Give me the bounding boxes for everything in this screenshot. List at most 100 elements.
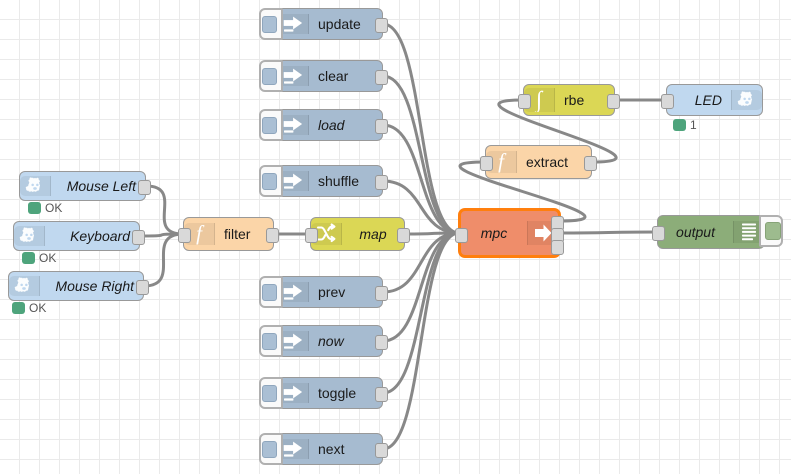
node-body: next (278, 434, 382, 464)
output-port-0[interactable] (375, 335, 388, 350)
inject-arrow-icon (278, 66, 309, 86)
node-body: mpc (461, 211, 558, 255)
output-port-0[interactable] (132, 230, 145, 245)
node-update[interactable]: update (259, 8, 388, 40)
output-port-0[interactable] (375, 387, 388, 402)
wire-keyboard-to-filter[interactable] (138, 232, 185, 238)
output-port-0[interactable] (397, 228, 410, 243)
inject-trigger-button[interactable] (259, 165, 283, 197)
node-label: prev (318, 284, 346, 300)
wire-update-to-mpc[interactable] (381, 22, 461, 235)
node-rbe[interactable]: ∫rbe (518, 84, 620, 116)
node-mouse-left[interactable]: Mouse Left (19, 171, 151, 201)
output-port-0[interactable] (375, 18, 388, 33)
node-body: prev (278, 277, 382, 307)
node-label: clear (318, 68, 349, 84)
node-body: ∫rbe (524, 85, 614, 115)
output-port-0[interactable] (584, 156, 597, 171)
inject-arrow-icon (278, 115, 309, 135)
output-port-0[interactable] (266, 228, 279, 243)
debug-toggle-button[interactable] (759, 215, 783, 247)
node-led[interactable]: LED (661, 84, 763, 116)
raspberry-pi-icon (20, 176, 51, 196)
node-body: Keyboard (14, 222, 139, 250)
node-body: Mouse Left (20, 172, 145, 200)
inject-arrow-icon (278, 383, 309, 403)
output-port-0[interactable] (138, 180, 151, 195)
node-load[interactable]: load (259, 109, 388, 141)
status-text: OK (29, 301, 47, 315)
node-output[interactable]: output (652, 215, 783, 249)
node-next[interactable]: next (259, 433, 388, 465)
node-label: shuffle (318, 173, 359, 189)
node-mouse-right[interactable]: Mouse Right (8, 271, 149, 301)
inject-arrow-icon (278, 14, 309, 34)
node-label: output (676, 224, 715, 240)
input-port[interactable] (661, 94, 674, 109)
output-port-0[interactable] (375, 119, 388, 134)
node-keyboard[interactable]: Keyboard (13, 221, 145, 251)
output-port-0[interactable] (375, 443, 388, 458)
output-port-0[interactable] (375, 175, 388, 190)
raspberry-pi-icon (14, 226, 45, 246)
debug-lines-icon (733, 221, 764, 243)
node-body: clear (278, 61, 382, 91)
raspberry-pi-icon (9, 276, 40, 296)
inject-arrow-icon (278, 171, 309, 191)
inject-trigger-button[interactable] (259, 8, 283, 40)
inject-trigger-button[interactable] (259, 377, 283, 409)
status-dot-icon (673, 119, 686, 131)
node-clear[interactable]: clear (259, 60, 388, 92)
svg-text:f: f (498, 151, 507, 173)
node-label: Mouse Left (66, 178, 136, 194)
node-label: Keyboard (70, 228, 130, 244)
node-map[interactable]: map (305, 217, 410, 251)
input-port[interactable] (518, 94, 531, 109)
input-port[interactable] (480, 156, 493, 171)
node-label: mpc (480, 225, 508, 241)
output-port-0[interactable] (607, 94, 620, 109)
wire-next-to-mpc[interactable] (381, 231, 461, 451)
svg-text:f: f (196, 223, 205, 245)
wire-mouse-left-to-filter[interactable] (144, 184, 185, 236)
node-now[interactable]: now (259, 325, 388, 357)
output-port-0[interactable] (136, 280, 149, 295)
wire-mouse-right-to-filter[interactable] (142, 232, 185, 288)
node-shuffle[interactable]: shuffle (259, 165, 388, 197)
input-port[interactable] (178, 228, 191, 243)
node-body: update (278, 9, 382, 39)
node-body: shuffle (278, 166, 382, 196)
node-label: next (318, 441, 345, 457)
status-text: OK (39, 251, 57, 265)
output-port-2[interactable] (551, 240, 564, 255)
wire-map-to-mpc[interactable] (403, 231, 461, 236)
input-port[interactable] (305, 228, 318, 243)
node-label: update (318, 16, 361, 32)
node-body: Mouse Right (9, 272, 143, 300)
inject-trigger-button[interactable] (259, 109, 283, 141)
inject-trigger-button[interactable] (259, 325, 283, 357)
svg-text:∫: ∫ (534, 88, 544, 112)
inject-arrow-icon (278, 282, 309, 302)
node-prev[interactable]: prev (259, 276, 388, 308)
inject-trigger-button[interactable] (259, 60, 283, 92)
output-port-0[interactable] (375, 70, 388, 85)
wire-mpc-to-output[interactable] (558, 230, 659, 235)
inject-trigger-button[interactable] (259, 433, 283, 465)
input-port[interactable] (652, 226, 665, 241)
wire-toggle-to-mpc[interactable] (381, 231, 461, 395)
node-body: now (278, 326, 382, 356)
node-toggle[interactable]: toggle (259, 377, 388, 409)
node-body: LED (667, 85, 762, 115)
status-badge-mouse-left: OK (28, 201, 62, 215)
output-port-0[interactable] (375, 286, 388, 301)
input-port[interactable] (455, 228, 468, 243)
wire-clear-to-mpc[interactable] (381, 74, 461, 235)
node-mpc[interactable]: mpc (455, 209, 564, 257)
inject-trigger-button[interactable] (259, 276, 283, 308)
